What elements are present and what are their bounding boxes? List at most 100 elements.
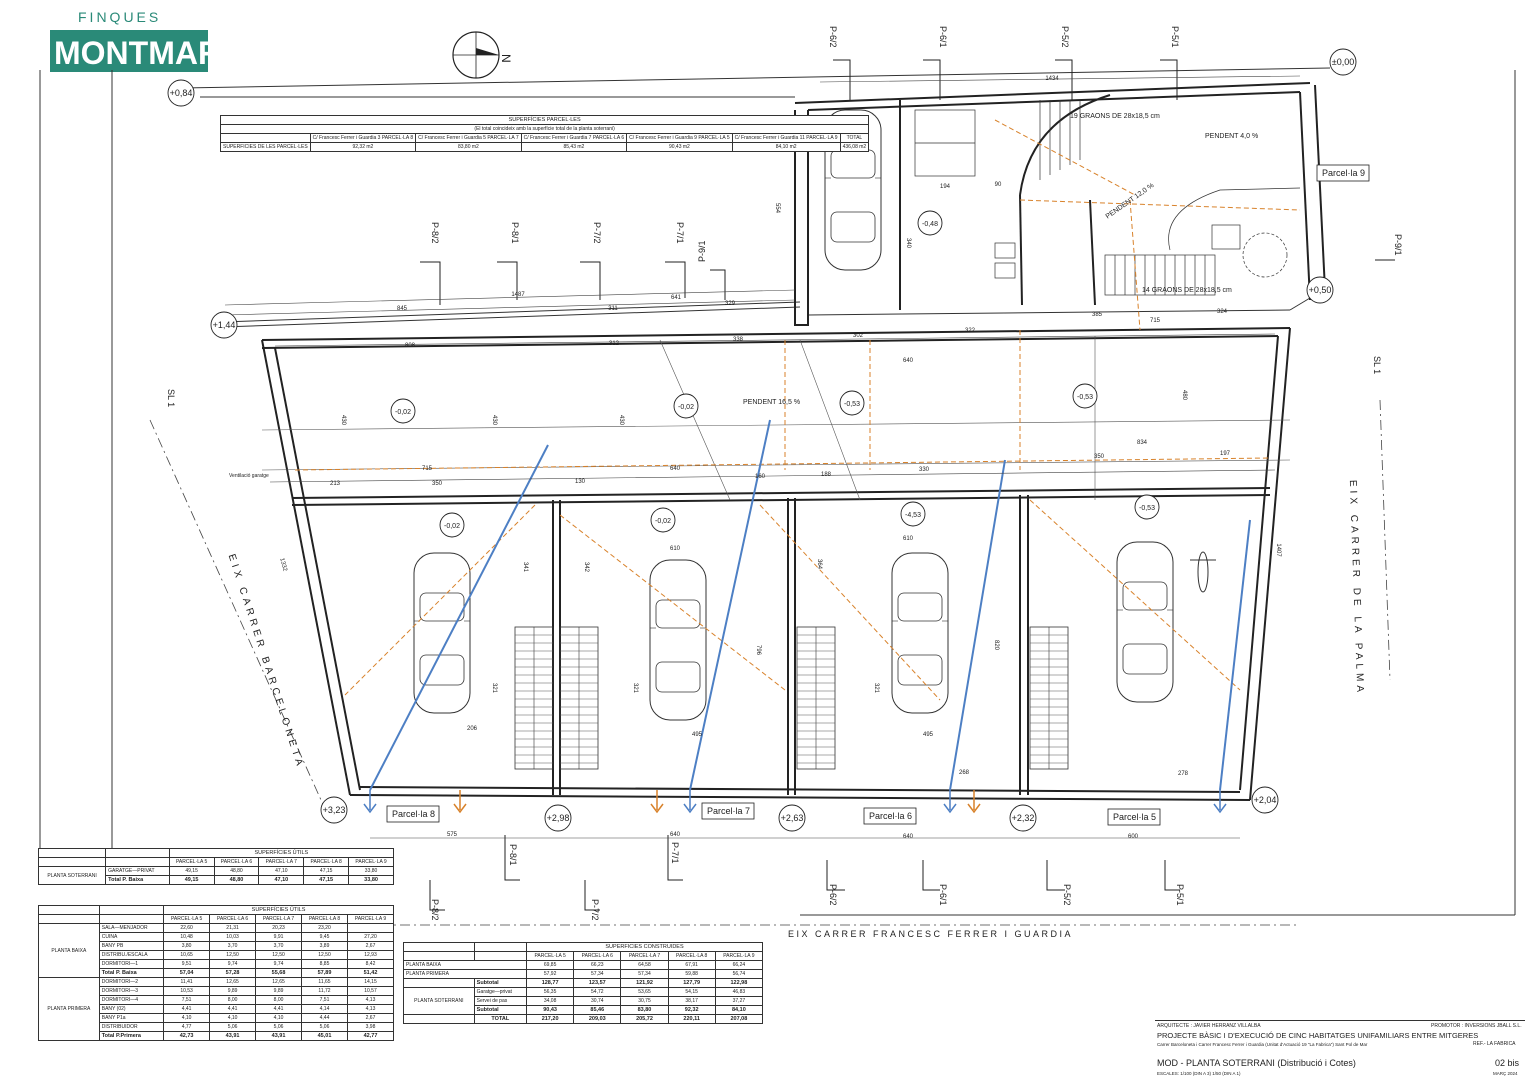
- svg-text:-0,48: -0,48: [922, 221, 938, 228]
- svg-text:329: 329: [725, 301, 736, 307]
- svg-text:Parcel·la 9: Parcel·la 9: [1322, 168, 1365, 178]
- svg-text:338: 338: [733, 337, 744, 343]
- svg-text:Parcel·la 6: Parcel·la 6: [869, 811, 912, 821]
- svg-text:+2,04: +2,04: [1254, 795, 1277, 805]
- svg-text:SL 1: SL 1: [1372, 356, 1382, 374]
- svg-text:321: 321: [873, 683, 879, 694]
- pipe-lines: [369, 419, 1251, 791]
- svg-text:341: 341: [522, 562, 528, 573]
- tb-ref: REF.- LA FABRICA: [1473, 1041, 1516, 1047]
- tb-promotor: PROMOTOR : INVERSIONS JBALL S.L.: [1431, 1023, 1522, 1029]
- svg-text:430: 430: [491, 415, 497, 426]
- svg-text:206: 206: [467, 726, 478, 732]
- svg-text:715: 715: [1150, 318, 1161, 324]
- svg-text:-0,53: -0,53: [844, 401, 860, 408]
- svg-text:+1,44: +1,44: [213, 320, 236, 330]
- tb-data: MARÇ 2024: [1493, 1071, 1518, 1076]
- section-markers-top: [420, 59, 1395, 305]
- svg-text:385: 385: [1092, 312, 1103, 318]
- svg-text:Ventilació garatge: Ventilació garatge: [229, 473, 269, 479]
- dimension-lines: [224, 75, 1301, 839]
- plan-notes: PENDENT 4,0 % PENDENT 12,0 % PENDENT 16,…: [229, 113, 1258, 479]
- svg-text:640: 640: [670, 832, 681, 838]
- svg-text:321: 321: [632, 683, 638, 694]
- svg-text:PENDENT 4,0 %: PENDENT 4,0 %: [1205, 133, 1258, 140]
- svg-text:278: 278: [1178, 771, 1189, 777]
- sewer-arrows: [453, 790, 981, 814]
- table-superficies-parceles: SUPERFÍCIES PARCEL·LES (El total coincid…: [219, 115, 870, 152]
- svg-text:322: 322: [965, 328, 976, 334]
- svg-text:+0,50: +0,50: [1309, 285, 1332, 295]
- svg-text:350: 350: [432, 481, 443, 487]
- svg-text:600: 600: [1128, 834, 1139, 840]
- svg-text:364: 364: [816, 559, 822, 570]
- upper-stair: [914, 100, 1301, 296]
- downspout-arrows: [363, 790, 1227, 814]
- svg-text:-0,53: -0,53: [1077, 394, 1093, 401]
- tb-projecte: PROJECTE BÀSIC I D'EXECUCIÓ DE CINC HABI…: [1157, 1031, 1479, 1040]
- svg-text:213: 213: [330, 481, 341, 487]
- svg-text:350: 350: [1094, 454, 1105, 460]
- upper-block-walls: [794, 82, 1326, 326]
- tb-num: 02 bis: [1495, 1058, 1520, 1068]
- svg-text:Parcel·la 7: Parcel·la 7: [707, 806, 750, 816]
- stair-parcel-8: [514, 626, 554, 770]
- svg-text:+2,98: +2,98: [547, 813, 570, 823]
- svg-text:130: 130: [575, 479, 586, 485]
- svg-text:834: 834: [1137, 440, 1148, 446]
- svg-text:302: 302: [853, 333, 864, 339]
- interior-levels: -0,48 -0,02 -0,02 -0,53 -0,53 -0,02 -0,0…: [395, 221, 1155, 530]
- svg-text:P-8/2: P-8/2: [430, 899, 440, 921]
- stair-parcel-6: [796, 626, 836, 770]
- lower-block-walls: [261, 327, 1291, 801]
- svg-text:330: 330: [919, 467, 930, 473]
- svg-text:1487: 1487: [511, 292, 525, 298]
- north-arrow-icon: N: [452, 31, 513, 79]
- car-parcel-7: [649, 559, 707, 721]
- svg-text:480: 480: [1181, 390, 1187, 401]
- svg-text:P-5/2: P-5/2: [1062, 884, 1072, 906]
- street-axes: [149, 399, 1391, 926]
- svg-text:-0,02: -0,02: [678, 404, 694, 411]
- svg-text:P-7/1: P-7/1: [670, 842, 680, 864]
- svg-text:P-9/1: P-9/1: [697, 240, 707, 262]
- level-markers: [167, 48, 1357, 832]
- street-right: EIX CARRER DE LA PALMA: [1347, 480, 1366, 696]
- svg-text:820: 820: [993, 640, 999, 651]
- svg-text:311: 311: [608, 306, 618, 312]
- svg-text:554: 554: [774, 203, 780, 214]
- svg-text:+2,32: +2,32: [1012, 813, 1035, 823]
- svg-text:P-5/2: P-5/2: [1060, 26, 1070, 48]
- svg-text:P-6/1: P-6/1: [938, 26, 948, 48]
- svg-text:796: 796: [755, 645, 761, 656]
- svg-text:160: 160: [755, 474, 766, 480]
- stair-parcel-7: [559, 626, 599, 770]
- stair-parcel-5: [1029, 626, 1069, 770]
- tb-escala: ESCALES: 1/100 (DIN A 3) 1/50 (DIN A 1): [1157, 1071, 1241, 1076]
- section-labels-top: P-6/2 P-6/1 P-5/2 P-5/1 P-8/2 P-8/1 P-7/…: [166, 26, 1403, 407]
- svg-text:P-8/2: P-8/2: [430, 222, 440, 244]
- svg-text:610: 610: [903, 536, 914, 542]
- logo-top: FINQUES: [78, 9, 161, 25]
- svg-text:P-7/2: P-7/2: [592, 222, 602, 244]
- svg-text:1332: 1332: [278, 558, 287, 573]
- svg-text:575: 575: [447, 832, 458, 838]
- svg-text:19 GRAONS DE 28x18,5 cm: 19 GRAONS DE 28x18,5 cm: [1070, 113, 1160, 120]
- ramp-lines: [261, 336, 1291, 501]
- svg-text:808: 808: [405, 343, 416, 349]
- svg-text:324: 324: [1217, 309, 1228, 315]
- car-parcel-5: [1116, 541, 1174, 703]
- property-lines: [181, 67, 1331, 328]
- svg-text:640: 640: [670, 466, 681, 472]
- svg-text:495: 495: [923, 732, 934, 738]
- svg-text:640: 640: [903, 834, 914, 840]
- logo-main: MONTMAR: [54, 35, 221, 71]
- svg-text:±0,00: ±0,00: [1332, 57, 1354, 67]
- svg-text:P-6/2: P-6/2: [828, 884, 838, 906]
- svg-text:1434: 1434: [1045, 76, 1059, 82]
- svg-text:197: 197: [1220, 451, 1231, 457]
- svg-text:640: 640: [903, 358, 914, 364]
